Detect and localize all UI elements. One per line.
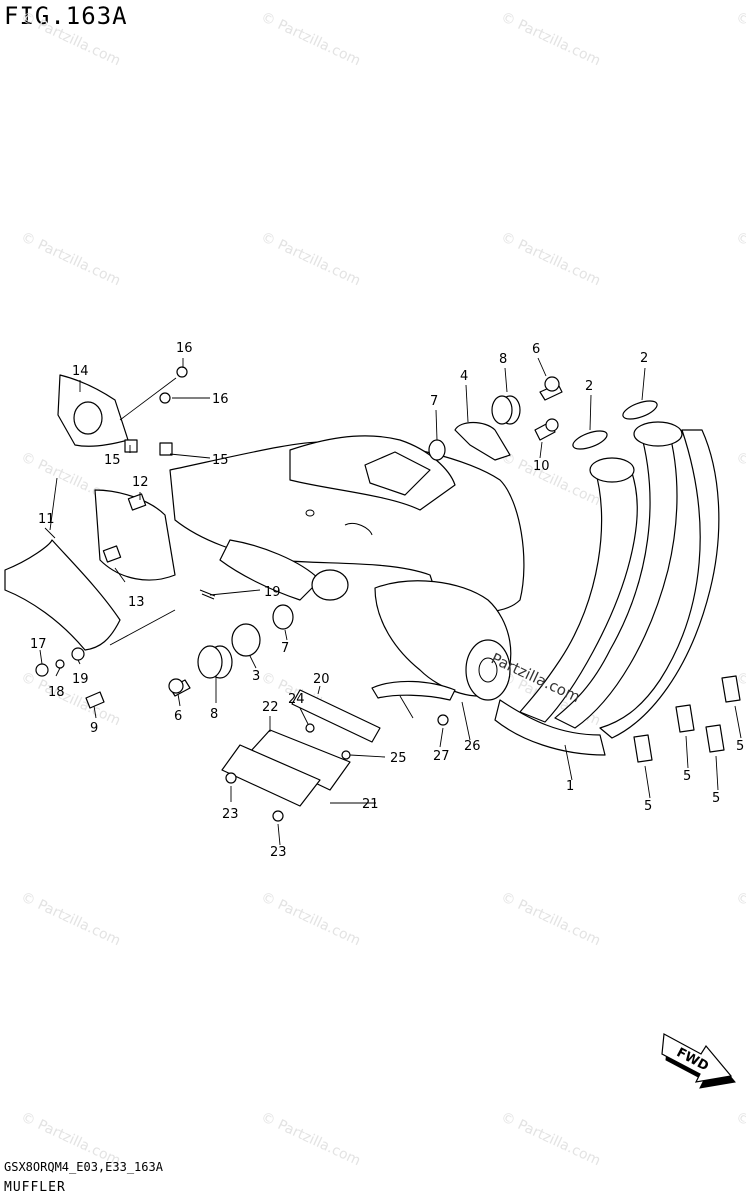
callout-6b: 6 (532, 342, 540, 357)
callout-13: 13 (128, 595, 145, 610)
callout-21: 21 (362, 797, 379, 812)
watermark: © Partzilla.com (258, 889, 363, 949)
callout-16a: 16 (176, 341, 193, 356)
watermark: © Partzilla.com (258, 229, 363, 289)
watermark: © Partzilla.com (498, 9, 603, 69)
watermark: © Partzilla.com (18, 9, 123, 69)
callout-5d: 5 (644, 799, 652, 814)
forward-arrow-icon: FWD (661, 1033, 736, 1089)
callout-25: 26 (464, 739, 481, 754)
callout-17: 17 (30, 637, 47, 652)
callout-3: 3 (252, 669, 260, 684)
watermark: © Partzilla.com (18, 669, 123, 729)
watermark: © Partzilla.com (733, 9, 746, 69)
callout-5c: 5 (712, 791, 720, 806)
callout-23b: 23 (270, 845, 287, 860)
watermark: © Partzilla.com (733, 229, 746, 289)
watermark: © Partzilla.com (498, 449, 603, 509)
exhaust-header-pipes (494, 421, 720, 756)
callout-19b: 19 (264, 585, 281, 600)
watermark: © Partzilla.com (733, 889, 746, 949)
callout-10: 10 (533, 459, 550, 474)
watermark: © Partzilla.com (18, 889, 123, 949)
callout-5b: 5 (683, 769, 691, 784)
callout-9: 9 (90, 721, 98, 736)
watermark: © Partzilla.com (733, 1109, 746, 1169)
callout-12: 12 (132, 475, 149, 490)
callout-26: 27 (433, 749, 450, 764)
callout-14: 14 (72, 364, 89, 379)
callout-22: 22 (262, 700, 279, 715)
watermark: © Partzilla.com (498, 229, 603, 289)
callout-16b: 16 (212, 392, 229, 407)
heat-shield-assembly (4, 374, 176, 651)
callout-2b: 2 (640, 351, 648, 366)
callout-15b: 15 (212, 453, 229, 468)
callout-6a: 6 (174, 709, 182, 724)
callout-5a: 5 (736, 739, 744, 754)
watermark: © Partzilla.com (498, 889, 603, 949)
callout-labels: 16 16 14 15 15 12 11 13 17 18 19 19 9 6 … (30, 341, 744, 860)
callout-19a: 19 (72, 672, 89, 687)
callout-8b: 8 (499, 352, 507, 367)
callout-8a: 8 (210, 707, 218, 722)
watermark: © Partzilla.com (258, 1109, 363, 1169)
figure-title: FIG.163A (4, 2, 128, 30)
callout-4: 4 (460, 369, 468, 384)
callout-18: 18 (48, 685, 65, 700)
callout-7b: 7 (430, 394, 438, 409)
callout-7a: 7 (281, 641, 289, 656)
watermark: © Partzilla.com (258, 9, 363, 69)
leader-lines (39, 357, 742, 846)
callout-1: 1 (566, 779, 574, 794)
callout-15a: 15 (104, 453, 121, 468)
callout-11: 11 (38, 512, 55, 527)
watermark: © Partzilla.com (18, 229, 123, 289)
callout-23a: 23 (222, 807, 239, 822)
muffler-body (169, 435, 525, 701)
callout-24b: 25 (390, 751, 407, 766)
watermark: © Partzilla.com (498, 1109, 603, 1169)
diagram-code: GSX8ORQM4_E03,E33_163A (4, 1160, 163, 1174)
callout-20: 20 (313, 672, 330, 687)
watermark: © Partzilla.com (733, 449, 746, 509)
hardware-parts (35, 366, 741, 822)
diagram-name: MUFFLER (4, 1180, 66, 1195)
callout-2a: 2 (585, 379, 593, 394)
callout-24a: 24 (288, 692, 305, 707)
